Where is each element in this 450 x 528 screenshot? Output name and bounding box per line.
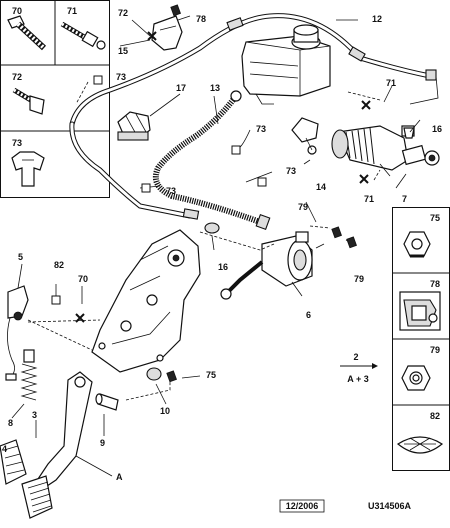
callout-4: 4	[2, 444, 7, 454]
clamp-17	[117, 111, 151, 141]
nut-79-icon	[401, 365, 431, 391]
callout-7: 7	[402, 194, 407, 204]
legend-code-70: 70	[12, 6, 22, 16]
callout-71-a: 71	[386, 78, 396, 88]
leader-lines	[11, 15, 421, 477]
callout-73-c: 73	[166, 186, 176, 196]
pedal-pad-4	[0, 439, 27, 485]
callout-15: 15	[118, 46, 128, 56]
legend-code-79: 79	[430, 345, 440, 355]
clip-73-icon	[11, 151, 45, 187]
variant-top: 2	[353, 352, 358, 362]
callout-3: 3	[32, 410, 37, 420]
callout-72: 72	[118, 8, 128, 18]
callout-16-left: 16	[218, 262, 228, 272]
callout-17: 17	[176, 83, 186, 93]
legend-code-75: 75	[430, 213, 440, 223]
master-cylinder-6	[220, 231, 313, 300]
callout-8: 8	[8, 418, 13, 428]
footer-code: U314506A	[368, 501, 412, 511]
legend-left-panel: 70 71 72 73	[0, 0, 110, 198]
callout-73-b: 73	[256, 124, 266, 134]
callout-13: 13	[210, 83, 220, 93]
callout-75: 75	[206, 370, 216, 380]
pedal-bracket	[91, 229, 201, 373]
callout-16-right: 16	[432, 124, 442, 134]
nut-75-icon	[403, 231, 431, 258]
variant-note: 2 A + 3	[340, 352, 378, 384]
callout-79-a: 79	[298, 202, 308, 212]
bolt-70-icon	[7, 15, 47, 51]
callout-71-b: 71	[364, 194, 374, 204]
callout-12: 12	[372, 14, 382, 24]
switch-5	[5, 285, 29, 381]
bushing-10	[146, 367, 162, 381]
legend-code-78: 78	[430, 279, 440, 289]
fluid-reservoir	[241, 24, 331, 105]
callout-73-d: 73	[286, 166, 296, 176]
callout-9: 9	[100, 438, 105, 448]
legend-code-71: 71	[67, 6, 77, 16]
slave-cylinder-7	[331, 125, 440, 171]
rod-9	[95, 393, 119, 411]
legend-right-panel: 75 78 79 82	[392, 207, 450, 471]
bolt-71-icon	[60, 21, 106, 50]
washer-82-icon	[396, 436, 444, 454]
pipe-lower-left	[69, 121, 200, 220]
clip-78-icon	[399, 291, 441, 331]
callout-labels: 72 78 15 12 73 17 13 73 73 73 71 16 14 7…	[2, 8, 442, 482]
hose-13	[152, 90, 271, 231]
reference-markers	[51, 4, 371, 383]
callout-70: 70	[78, 274, 88, 284]
callout-6: 6	[306, 310, 311, 320]
pipe-12	[69, 13, 439, 127]
callout-10: 10	[160, 406, 170, 416]
callout-79-b: 79	[354, 274, 364, 284]
seal-16-left	[204, 222, 220, 234]
callout-82: 82	[54, 260, 64, 270]
callout-78: 78	[196, 14, 206, 24]
callout-5: 5	[18, 252, 23, 262]
footer-date: 12/2006	[286, 501, 319, 511]
clutch-pedal-A	[21, 371, 93, 519]
callout-14: 14	[316, 182, 326, 192]
legend-code-73: 73	[12, 138, 22, 148]
spring-8	[20, 349, 38, 401]
screw-72-icon	[12, 87, 45, 115]
variant-bottom: A + 3	[347, 374, 368, 384]
callout-73-a: 73	[116, 72, 126, 82]
legend-code-82: 82	[430, 411, 440, 421]
bracket-15	[151, 15, 183, 51]
legend-code-72: 72	[12, 72, 22, 82]
callout-A: A	[116, 472, 123, 482]
footer: 12/2006 U314506A	[279, 499, 412, 513]
clip-14	[291, 117, 319, 155]
